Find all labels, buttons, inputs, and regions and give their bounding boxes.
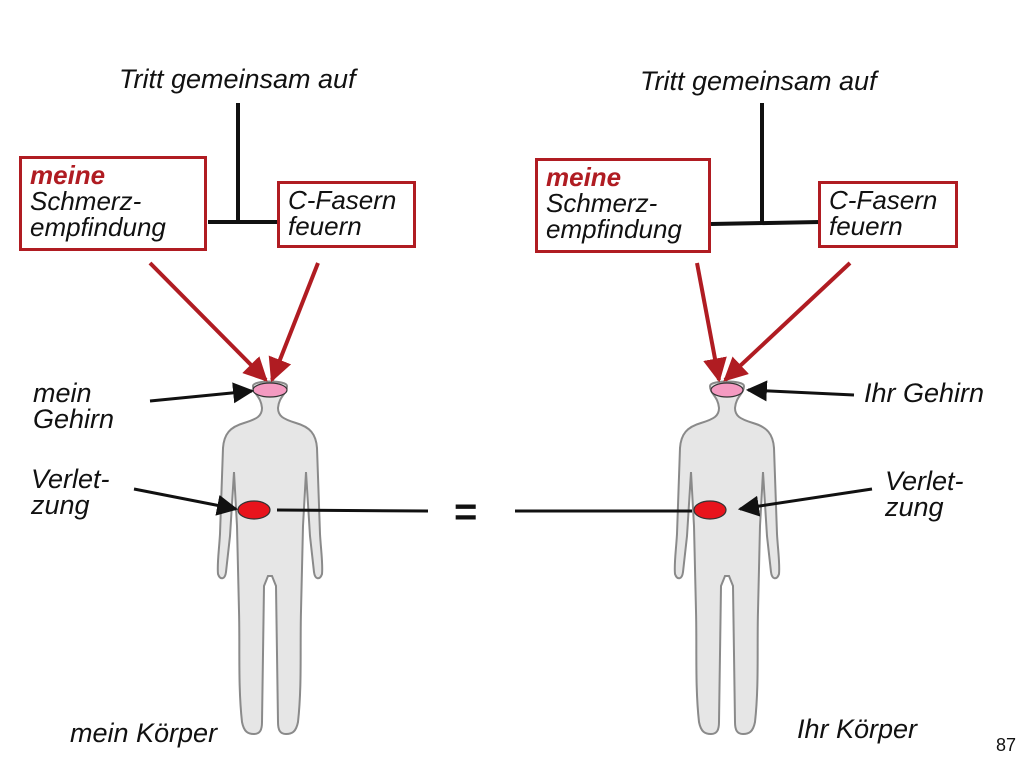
left-injury-pointer — [133, 487, 239, 516]
left-brain-pointer — [149, 382, 255, 404]
right-injury-pointer — [737, 487, 873, 517]
right-cooccur-label: Tritt gemeinsam auf — [640, 66, 877, 96]
right-sensation-line3: empfindung — [546, 214, 682, 244]
right-injury-marker — [693, 500, 727, 520]
left-body-label: mein Körper — [70, 718, 218, 748]
right-cooccur-bar — [710, 220, 821, 226]
left-cfibers-arrow — [268, 262, 320, 383]
equals-sign: = — [454, 490, 478, 534]
right-cfibers-line1: C-Fasern — [829, 185, 938, 215]
left-brain-label-line2: Gehirn — [33, 404, 115, 434]
left-injury-label-line1: Verlet- — [31, 464, 110, 494]
left-sensation-line2: Schmerz- — [30, 186, 142, 216]
right-body — [673, 380, 781, 735]
left-equality-connector — [276, 508, 429, 513]
left-sensation-line3: empfindung — [30, 212, 166, 242]
right-sensation-line1: meine — [546, 162, 622, 192]
left-cooccur-label: Tritt gemeinsam auf — [119, 64, 356, 94]
right-injury-label-line1: Verlet- — [885, 466, 964, 496]
right-brain-label: Ihr Gehirn — [864, 378, 985, 408]
right-injury-label: Verlet- zung — [885, 466, 964, 522]
right-brain-marker — [710, 382, 744, 398]
left-cfibers-line2: feuern — [288, 211, 362, 241]
left-brain-marker — [252, 382, 288, 398]
page-number: 87 — [995, 735, 1016, 755]
right-sensation-arrow — [695, 262, 727, 383]
left-injury-label: Verlet- zung — [31, 464, 110, 520]
left-sensation-line1: meine — [30, 160, 106, 190]
right-body-label: Ihr Körper — [797, 714, 918, 744]
left-brain-label-line1: mein — [33, 378, 92, 408]
right-sensation-line2: Schmerz- — [546, 188, 658, 218]
left-brain-label: mein Gehirn — [33, 378, 115, 434]
right-injury-label-line2: zung — [885, 492, 944, 522]
left-cfibers-box: C-Fasern feuern — [277, 181, 416, 248]
left-body — [216, 380, 324, 735]
left-sensation-box: meine Schmerz- empfindung — [19, 156, 207, 251]
right-brain-pointer — [745, 380, 855, 402]
left-sensation-arrow — [148, 261, 268, 382]
left-injury-marker — [237, 500, 271, 520]
right-cfibers-line2: feuern — [829, 211, 903, 241]
left-cfibers-line1: C-Fasern — [288, 185, 397, 215]
right-cfibers-box: C-Fasern feuern — [818, 181, 958, 248]
right-sensation-box: meine Schmerz- empfindung — [535, 158, 711, 253]
right-cfibers-arrow — [723, 261, 852, 382]
left-injury-label-line2: zung — [31, 490, 90, 520]
